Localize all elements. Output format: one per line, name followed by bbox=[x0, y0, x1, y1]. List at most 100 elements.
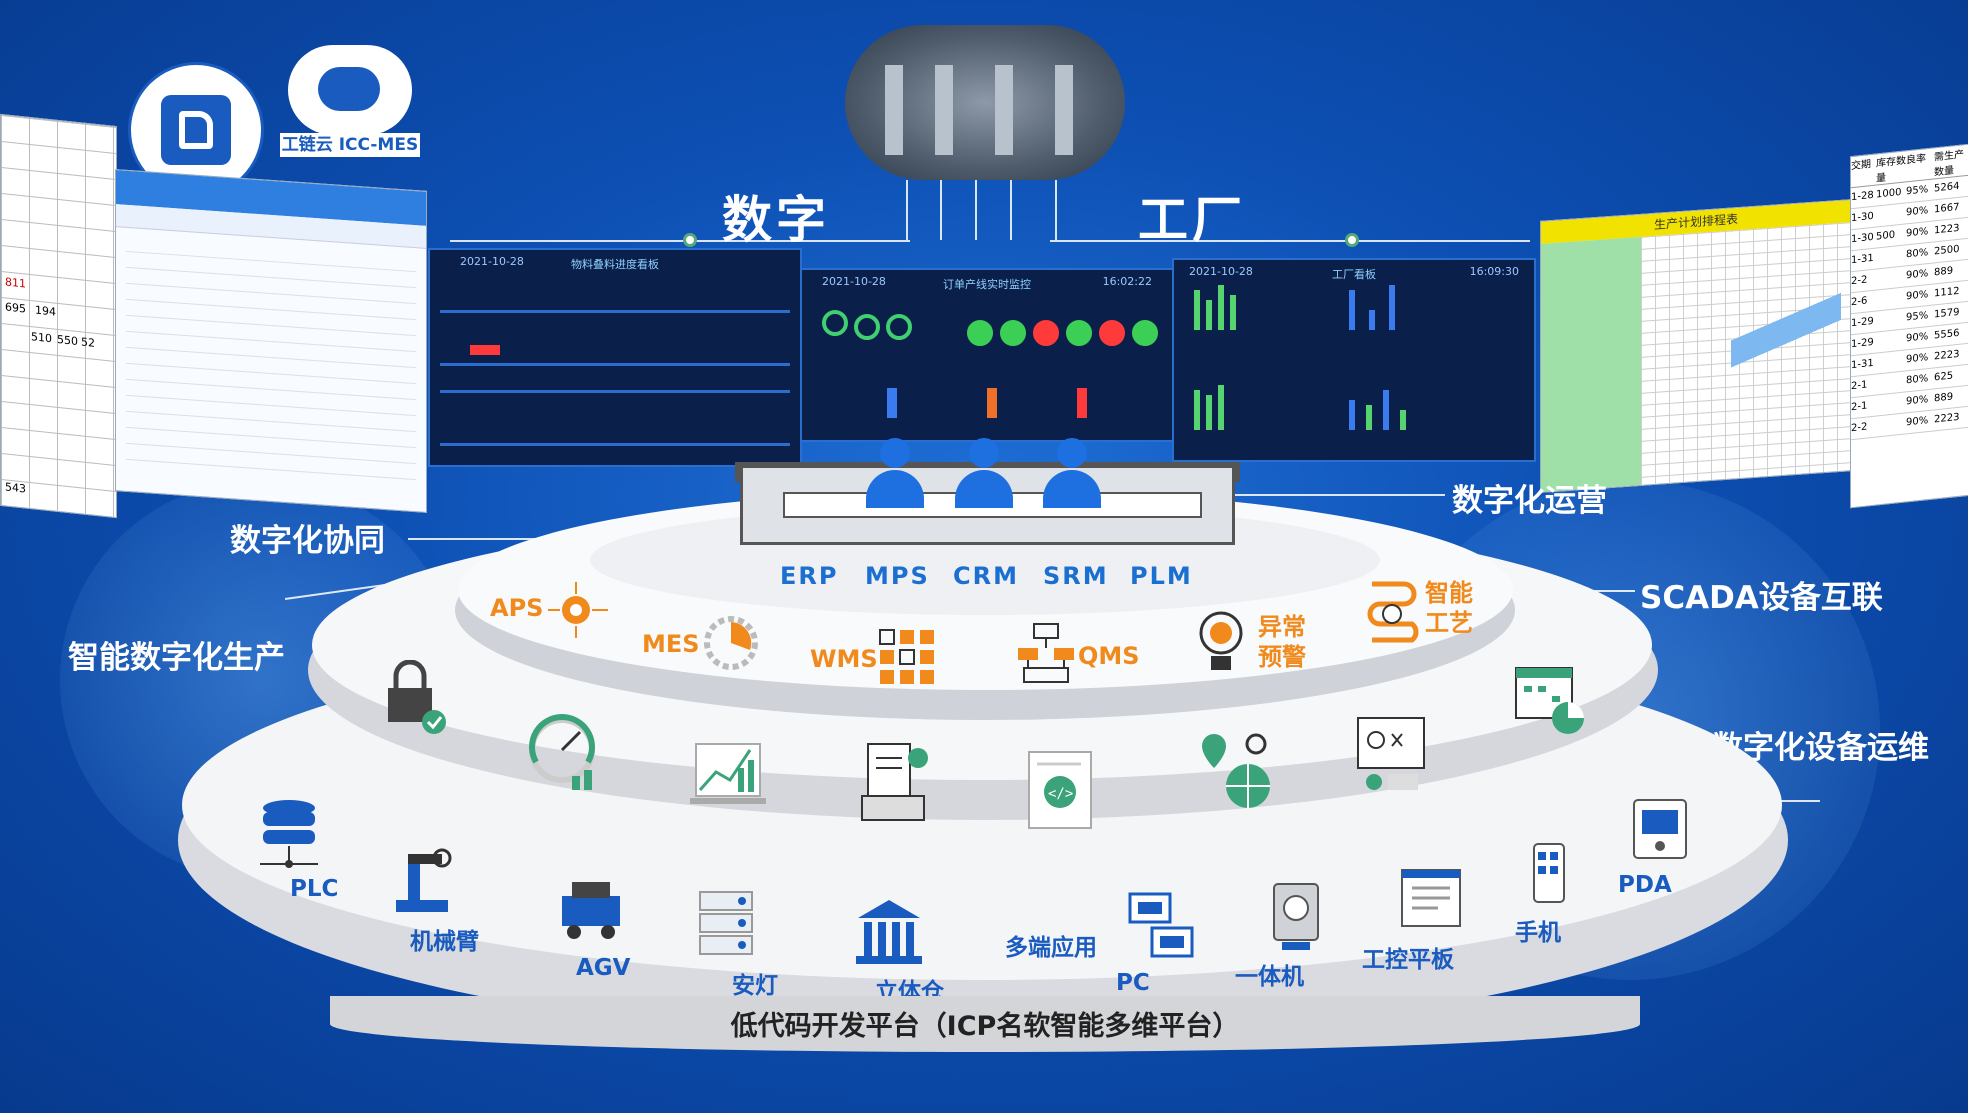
code-icon: </> bbox=[1028, 751, 1092, 829]
title-factory: 工厂 bbox=[1138, 191, 1246, 249]
table-cell bbox=[1876, 350, 1906, 373]
device-all-in-one: 一体机 bbox=[1235, 964, 1304, 990]
connector-line bbox=[450, 240, 910, 242]
icc-mes-logo: 工链云 ICC-MES bbox=[280, 45, 420, 157]
kpi-ring bbox=[1000, 320, 1026, 346]
connector-line bbox=[1010, 180, 1012, 240]
pda-icon bbox=[1633, 799, 1687, 859]
table-cell: 95% bbox=[1906, 184, 1929, 198]
table-cell: 90% bbox=[1906, 352, 1929, 366]
module-plm: PLM bbox=[1130, 562, 1193, 590]
alert-indicator bbox=[470, 345, 500, 355]
kpi-ring bbox=[1066, 320, 1092, 346]
module-crm: CRM bbox=[953, 562, 1019, 590]
table-cell: 2-6 bbox=[1851, 295, 1868, 309]
connector-line bbox=[1220, 494, 1445, 496]
module-srm: SRM bbox=[1043, 562, 1109, 590]
module-aps: APS bbox=[490, 594, 544, 622]
connector-dot bbox=[1345, 233, 1359, 247]
location-globe-icon bbox=[1202, 733, 1270, 808]
table-header: 交期 bbox=[1851, 159, 1871, 173]
device-andon: 安灯 bbox=[732, 973, 778, 999]
chart-bar bbox=[1369, 310, 1375, 330]
table-cell: 2-2 bbox=[1851, 421, 1868, 435]
table-cell: 1-29 bbox=[1851, 336, 1874, 351]
table-cell bbox=[1876, 371, 1906, 394]
warehouse-building-icon bbox=[856, 900, 922, 964]
dashboard-title: 物料叠料进度看板 bbox=[571, 258, 659, 271]
sheet-region bbox=[1541, 236, 1641, 492]
connector-line bbox=[1760, 800, 1820, 802]
kpi-ring bbox=[854, 314, 880, 340]
svg-text:</>: </> bbox=[1048, 786, 1073, 802]
table-cell: 90% bbox=[1906, 331, 1929, 345]
table-cell: 90% bbox=[1906, 394, 1929, 408]
table-cell: 1-30 bbox=[1851, 231, 1874, 246]
device-multi-terminal: 多端应用 bbox=[1005, 935, 1097, 961]
tablet-icon bbox=[1401, 869, 1461, 927]
app-table bbox=[126, 250, 416, 492]
gantt-bars bbox=[1731, 260, 1841, 409]
table-cell: 90% bbox=[1906, 268, 1929, 282]
chart-bar bbox=[1389, 285, 1395, 330]
label-smart-production: 智能数字化生产 bbox=[68, 640, 285, 676]
chart-bar bbox=[1194, 390, 1200, 430]
gear-icon bbox=[704, 616, 758, 670]
table-cell: 5264 bbox=[1934, 180, 1960, 195]
chart-bar bbox=[1349, 400, 1355, 430]
table-cell: 2223 bbox=[1934, 411, 1960, 426]
table-cell: 550 bbox=[57, 332, 78, 349]
connector-line bbox=[940, 180, 942, 240]
process-path-icon bbox=[1367, 581, 1419, 643]
table-cell: 1-28 bbox=[1851, 189, 1874, 204]
module-smart-process: 智能工艺 bbox=[1425, 579, 1473, 637]
calendar-chart-icon bbox=[1515, 667, 1584, 734]
label-digital-collab: 数字化协同 bbox=[230, 523, 385, 559]
table-cell bbox=[1876, 287, 1906, 310]
table-cell: 1-31 bbox=[1851, 252, 1874, 267]
table-cell: 1-31 bbox=[1851, 357, 1874, 372]
chart-bar bbox=[1206, 300, 1212, 330]
logo-brand-text: 工链云 ICC-MES bbox=[280, 133, 420, 157]
factory-photo bbox=[845, 25, 1125, 180]
dashboard-time: 16:02:22 bbox=[1102, 275, 1152, 288]
chart-bar bbox=[1349, 290, 1355, 330]
table-cell: 1000 bbox=[1876, 186, 1902, 201]
device-plc: PLC bbox=[290, 876, 339, 902]
dashboard-date: 2021-10-28 bbox=[460, 255, 524, 268]
label-scada: SCADA设备互联 bbox=[1640, 580, 1883, 616]
level-bar bbox=[1077, 388, 1087, 418]
dashboard-center: 2021-10-28 订单产线实时监控 16:02:22 bbox=[800, 268, 1174, 442]
dashboard-title: 工厂看板 bbox=[1332, 268, 1376, 281]
table-cell: 90% bbox=[1906, 289, 1929, 303]
module-wms: WMS bbox=[810, 645, 878, 673]
flow-line bbox=[440, 390, 790, 446]
connector-line bbox=[1565, 590, 1635, 592]
table-cell: 695 bbox=[5, 300, 26, 316]
table-cell: 90% bbox=[1906, 226, 1929, 240]
module-alert: 异常预警 bbox=[1258, 613, 1306, 671]
institute-logo bbox=[128, 62, 264, 198]
connector-line bbox=[1055, 180, 1057, 240]
chart-bar bbox=[1366, 405, 1372, 430]
table-cell: 194 bbox=[35, 303, 56, 319]
label-digital-ops: 数字化运营 bbox=[1452, 483, 1607, 519]
dashboard-date: 2021-10-28 bbox=[1189, 265, 1253, 278]
operator-icon bbox=[955, 438, 1013, 508]
dashboard-right: 2021-10-28 工厂看板 16:09:30 bbox=[1172, 258, 1536, 462]
operator-icon bbox=[1043, 438, 1101, 508]
left-spreadsheet: 811 695 194 510 550 52 543 bbox=[0, 113, 117, 519]
platform-label: 低代码开发平台（ICP名软智能多维平台） bbox=[730, 1011, 1240, 1042]
document-edit-icon bbox=[861, 743, 928, 821]
module-erp: ERP bbox=[780, 562, 839, 590]
table-cell: 889 bbox=[1934, 265, 1954, 279]
connector-line bbox=[906, 180, 908, 240]
table-cell: 1667 bbox=[1934, 201, 1960, 216]
chart-bar bbox=[1194, 290, 1200, 330]
chart-bar bbox=[1218, 385, 1224, 430]
multi-screen-icon bbox=[1128, 892, 1194, 958]
table-cell: 889 bbox=[1934, 391, 1954, 405]
server-rack-icon bbox=[699, 891, 753, 955]
chart-bar bbox=[1230, 295, 1236, 330]
chart-bar bbox=[1400, 410, 1406, 430]
